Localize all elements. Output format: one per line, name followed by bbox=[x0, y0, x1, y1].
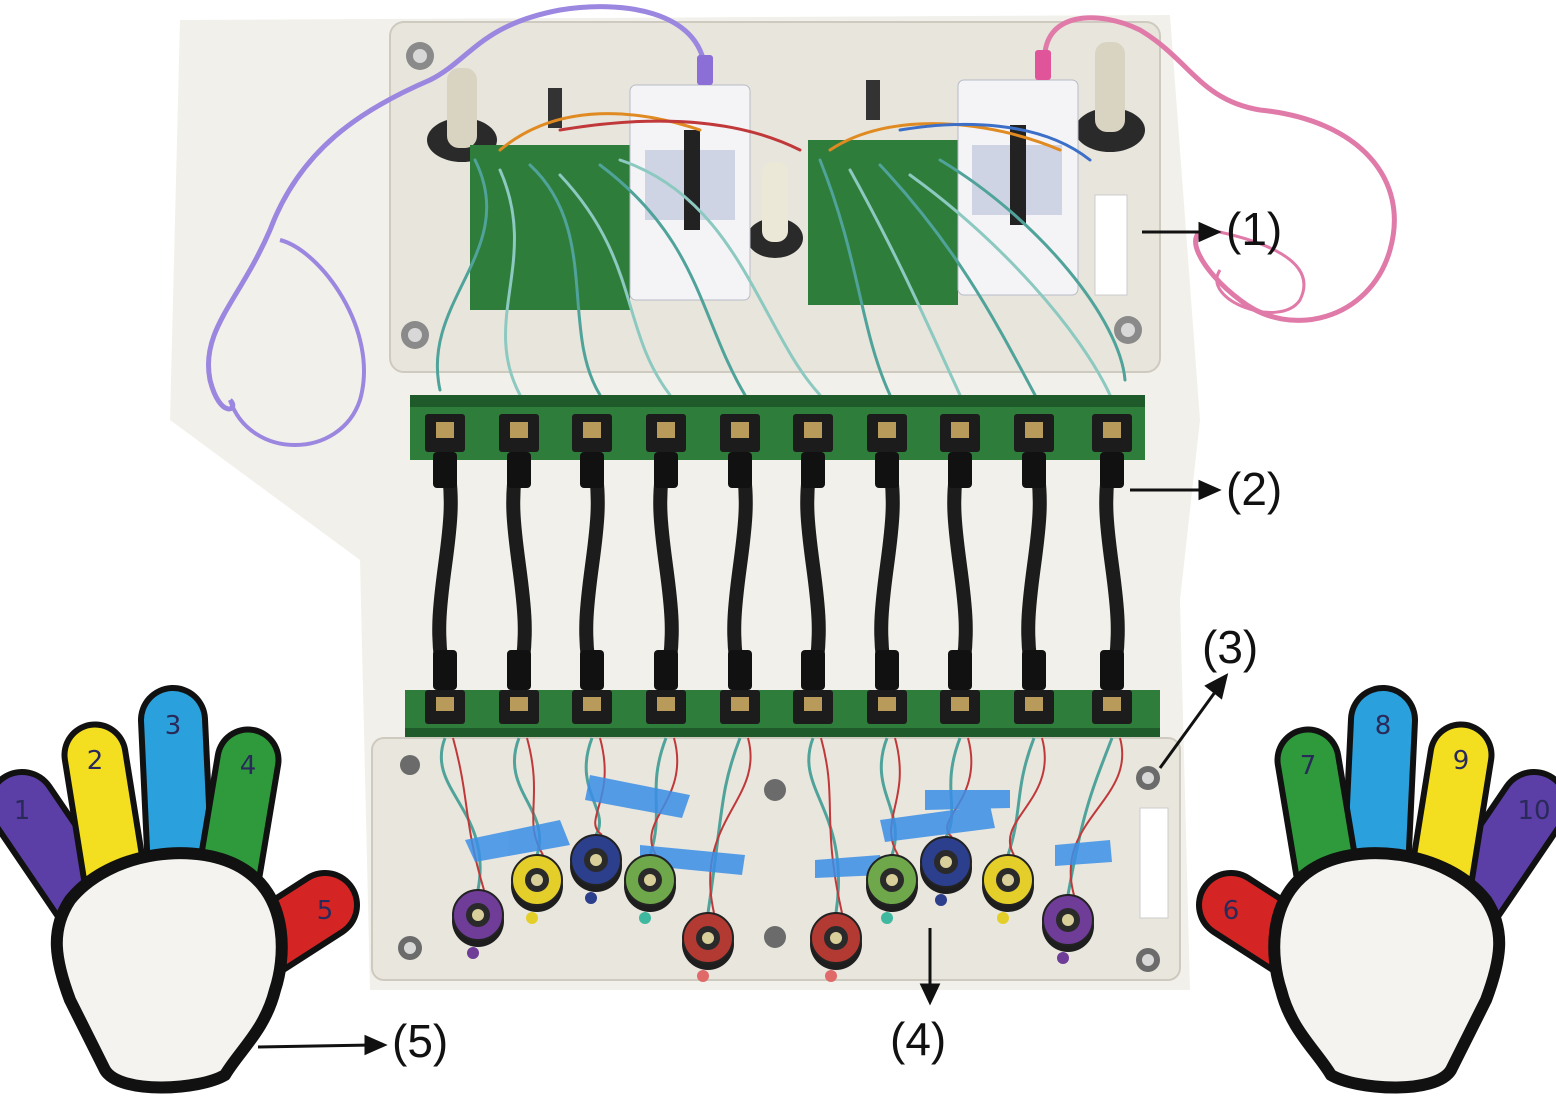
callout-2-label: (2) bbox=[1226, 463, 1283, 515]
color-dot bbox=[997, 912, 1009, 924]
arcade-button bbox=[682, 912, 734, 982]
arcade-button bbox=[511, 854, 563, 924]
finger-2: 2 bbox=[61, 721, 149, 914]
ribbon-cable bbox=[432, 452, 458, 690]
upper-socket bbox=[940, 414, 980, 452]
ribbon-cable bbox=[653, 452, 679, 690]
ribbon-cable bbox=[506, 452, 532, 690]
color-dot bbox=[467, 947, 479, 959]
finger-9: 9 bbox=[1407, 721, 1495, 914]
arcade-button bbox=[982, 854, 1034, 924]
lower-socket bbox=[940, 690, 980, 724]
lower-socket bbox=[646, 690, 686, 724]
callout-4-label: (4) bbox=[890, 1013, 947, 1065]
lower-socket bbox=[499, 690, 539, 724]
arcade-button bbox=[452, 889, 504, 959]
color-dot bbox=[825, 970, 837, 982]
usb-cable-left bbox=[206, 4, 708, 412]
lower-socket bbox=[572, 690, 612, 724]
callout-1-label: (1) bbox=[1226, 203, 1283, 255]
ribbon-cable bbox=[579, 452, 605, 690]
ribbon-cable bbox=[727, 452, 753, 690]
upper-socket bbox=[1014, 414, 1054, 452]
upper-socket bbox=[867, 414, 907, 452]
upper-socket bbox=[499, 414, 539, 452]
palm bbox=[1268, 847, 1506, 1094]
color-dot bbox=[881, 912, 893, 924]
arcade-button bbox=[1042, 894, 1094, 964]
upper-socket bbox=[1092, 414, 1132, 452]
svg-text:2: 2 bbox=[87, 746, 104, 776]
button-array bbox=[452, 834, 1094, 982]
upper-socket bbox=[646, 414, 686, 452]
lower-socket bbox=[425, 690, 465, 724]
arcade-button bbox=[920, 836, 972, 906]
callout-5-label: (5) bbox=[392, 1015, 449, 1067]
upper-socket bbox=[793, 414, 833, 452]
color-dot bbox=[639, 912, 651, 924]
ribbon-cables bbox=[432, 452, 1125, 690]
color-dot bbox=[935, 894, 947, 906]
svg-text:8: 8 bbox=[1375, 711, 1392, 741]
lower-socket bbox=[1014, 690, 1054, 724]
ribbon-cable bbox=[1099, 452, 1125, 690]
left-hand-diagram: 1 2 3 4 5 bbox=[0, 685, 360, 1094]
upper-socket bbox=[572, 414, 612, 452]
lower-socket bbox=[720, 690, 760, 724]
ribbon-cable bbox=[874, 452, 900, 690]
lower-socket bbox=[867, 690, 907, 724]
arcade-button bbox=[570, 834, 622, 904]
usb-cable-right-loop bbox=[1209, 228, 1306, 314]
ribbon-cable bbox=[1021, 452, 1047, 690]
upper-socket bbox=[720, 414, 760, 452]
callout-3-label: (3) bbox=[1202, 621, 1259, 673]
svg-text:9: 9 bbox=[1453, 746, 1470, 776]
svg-text:1: 1 bbox=[14, 796, 31, 826]
color-dot bbox=[585, 892, 597, 904]
svg-text:3: 3 bbox=[165, 711, 182, 741]
usb-plug-left bbox=[697, 55, 713, 85]
ribbon-cable bbox=[947, 452, 973, 690]
svg-text:7: 7 bbox=[1300, 751, 1317, 781]
color-dot bbox=[697, 970, 709, 982]
upper-socket bbox=[425, 414, 465, 452]
svg-text:4: 4 bbox=[240, 751, 257, 781]
arcade-button bbox=[624, 854, 676, 924]
usb-cable-right bbox=[1042, 15, 1397, 323]
color-dot bbox=[1057, 952, 1069, 964]
callout-arrows bbox=[257, 221, 1229, 1056]
svg-text:10: 10 bbox=[1517, 796, 1550, 826]
upper-sockets bbox=[425, 414, 1132, 452]
svg-text:5: 5 bbox=[317, 896, 334, 926]
lower-sockets bbox=[425, 690, 1132, 724]
wire-harness-top bbox=[435, 112, 1127, 397]
usb-plug-right bbox=[1035, 50, 1051, 80]
color-dot bbox=[526, 912, 538, 924]
lower-socket bbox=[1092, 690, 1132, 724]
right-hand-diagram: 10 9 8 7 6 bbox=[1196, 685, 1556, 1094]
palm bbox=[50, 847, 288, 1094]
usb-cable-left-loop bbox=[228, 238, 366, 447]
arcade-button bbox=[866, 854, 918, 924]
finger-8: 8 bbox=[1341, 685, 1418, 905]
lower-socket bbox=[793, 690, 833, 724]
finger-3: 3 bbox=[138, 685, 215, 905]
svg-text:6: 6 bbox=[1223, 896, 1240, 926]
ribbon-cable bbox=[800, 452, 826, 690]
arcade-button bbox=[810, 912, 862, 982]
